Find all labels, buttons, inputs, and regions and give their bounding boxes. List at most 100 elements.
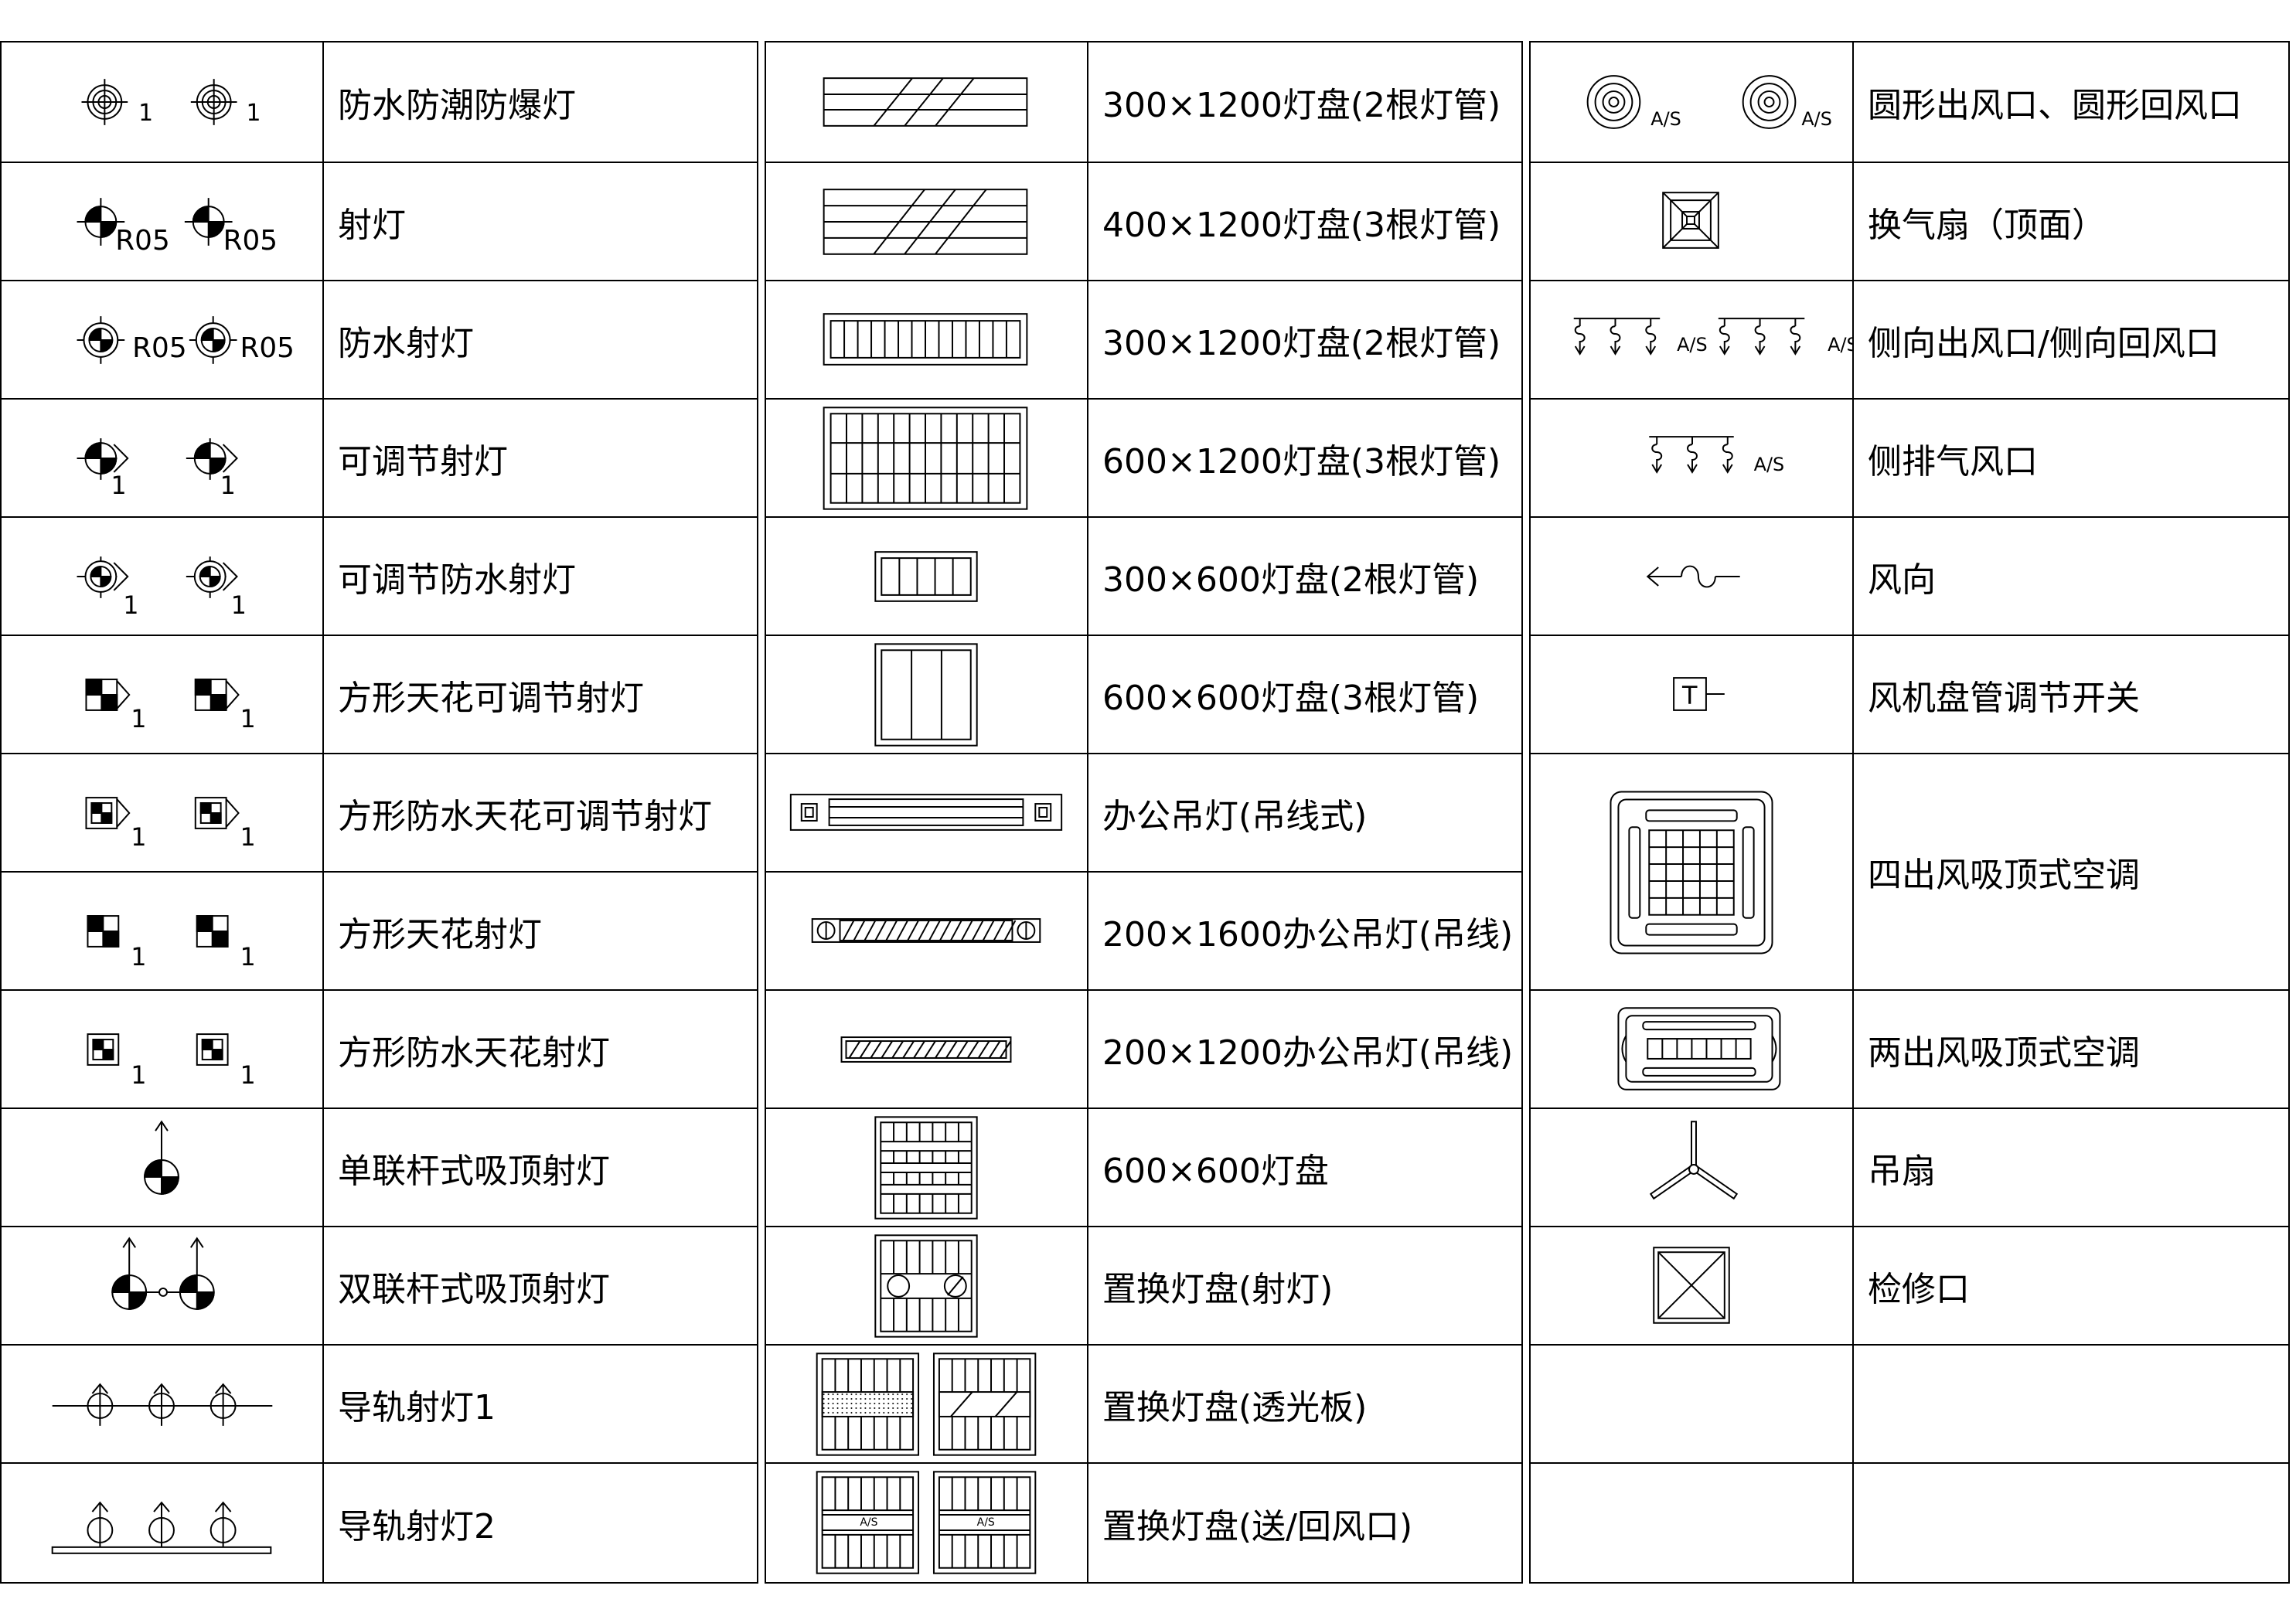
double-rod-ceiling-spotlight-icon [111,1237,215,1310]
fixture-mark: 1 [240,1060,256,1090]
legend-label: 风机盘管调节开关 [1868,678,2140,718]
legend-row: 吊扇 [1531,1108,2288,1226]
spotlight-icon: R05 R05 [77,198,278,257]
track-spotlight-2-icon [51,1501,272,1554]
legend-label: 防水防潮防爆灯 [338,86,576,125]
legend-label: 侧向出风口/侧向回风口 [1868,323,2219,363]
legend-row: 1 1 方形天花射灯 [2,871,757,989]
legend-label: 导轨射灯1 [338,1387,496,1427]
two-way-cassette-ac-icon [1617,1007,1781,1091]
legend-column-lighting: 1 1 防水防潮防爆灯 R05 R05 [0,41,758,1584]
fixture-mark: R05 [223,225,278,257]
legend-row: A/S A/S 圆形出风口、圆形回风口 [1531,43,2288,162]
legend-label: 300×1200灯盘(2根灯管) [1102,323,1501,363]
legend-label: 300×1200灯盘(2根灯管) [1102,86,1501,125]
legend-label: 600×1200灯盘(3根灯管) [1102,441,1501,481]
single-rod-ceiling-spotlight-icon [144,1120,179,1195]
legend-row: 置换灯盘(射灯) [766,1226,1521,1344]
legend-label: 四出风吸顶式空调 [1868,856,2140,895]
legend-label: 置换灯盘(送/回风口) [1102,1506,1413,1546]
fixture-mark: 1 [220,471,236,500]
vent-mark: A/S [1650,108,1681,130]
legend-row: 两出风吸顶式空调 [1531,989,2288,1108]
legend-row: 300×1200灯盘(2根灯管) [766,280,1521,398]
legend-row: 1 1 防水防潮防爆灯 [2,43,757,162]
fixture-mark: R05 [132,332,186,364]
legend-label: 可调节防水射灯 [338,560,576,600]
legend-row: 四出风吸顶式空调 [1531,753,2288,989]
access-hatch-icon [1653,1247,1730,1324]
legend-row: 1 1 方形防水天花射灯 [2,989,757,1108]
legend-row: 导轨射灯1 [2,1344,757,1462]
replacement-panel-diffuser-icon [816,1352,1037,1456]
office-pendant-200x1600-icon [811,918,1041,943]
adjustable-waterproof-spotlight-icon: 1 1 [77,556,247,620]
fixture-mark: 1 [231,590,247,620]
vent-mark: A/S [1801,108,1832,130]
legend-label: 圆形出风口、圆形回风口 [1868,86,2242,125]
legend-label: 单联杆式吸顶射灯 [338,1151,610,1191]
legend-row: R05 R05 射灯 [2,162,757,280]
vent-mark: A/S [977,1516,995,1529]
legend-row: 双联杆式吸顶射灯 [2,1226,757,1344]
fixture-mark: R05 [115,225,169,257]
square-waterproof-adjustable-spotlight-icon: 1 1 [85,797,256,852]
legend-row-empty [1531,1462,2288,1582]
fixture-mark: 1 [240,942,256,971]
panel-300x1200-diagonal-icon [823,77,1028,127]
legend-row: 400×1200灯盘(3根灯管) [766,162,1521,280]
legend-column-panels: 300×1200灯盘(2根灯管) 400×1200灯盘(3根灯管) 300×1 [765,41,1523,1584]
legend-label: 200×1200办公吊灯(吊线) [1102,1033,1514,1073]
switch-mark: T [1681,681,1698,710]
legend-row-empty [1531,1344,2288,1462]
fixture-mark: 1 [246,100,261,127]
panel-600x1200-grille-icon [823,407,1028,510]
panel-600x600-icon [874,1116,978,1220]
legend-row: 导轨射灯2 [2,1462,757,1582]
legend-row: 1 1 可调节射灯 [2,398,757,516]
legend-label: 400×1200灯盘(3根灯管) [1102,205,1501,245]
fixture-mark: 1 [131,1060,146,1090]
legend-row: 换气扇（顶面） [1531,162,2288,280]
square-ceiling-spotlight-icon: 1 1 [87,915,256,971]
panel-300x600-grille-icon [874,551,978,602]
legend-label: 换气扇（顶面） [1868,205,2106,245]
legend-label: 300×600灯盘(2根灯管) [1102,560,1480,600]
legend-row: 600×600灯盘 [766,1108,1521,1226]
legend-row: 200×1200办公吊灯(吊线) [766,989,1521,1108]
round-diffuser-icon: A/S A/S [1586,75,1832,130]
air-direction-icon [1646,565,1740,588]
legend-label: 方形天花可调节射灯 [338,678,644,718]
legend-label: 侧排气风口 [1868,441,2038,481]
waterproof-explosion-proof-lamp-icon: 1 1 [81,79,261,127]
legend-label: 导轨射灯2 [338,1506,496,1546]
legend-row: 办公吊灯(吊线式) [766,753,1521,871]
fixture-mark: 1 [240,822,256,852]
side-exhaust-vent-icon: A/S [1649,436,1785,475]
legend-label: 检修口 [1868,1269,1970,1309]
legend-label: 办公吊灯(吊线式) [1102,796,1368,836]
office-pendant-wire-icon [789,794,1063,831]
legend-label: 防水射灯 [338,323,474,363]
legend-row: 1 1 方形防水天花可调节射灯 [2,753,757,871]
legend-row: A/S 侧排气风口 [1531,398,2288,516]
side-air-outlet-icon: A/S A/S [1573,318,1852,356]
fixture-mark: 1 [131,942,146,971]
vent-mark: A/S [1754,454,1785,475]
legend-label: 200×1600办公吊灯(吊线) [1102,914,1514,954]
legend-label: 置换灯盘(透光板) [1102,1387,1368,1427]
fan-coil-switch-icon: T [1673,677,1725,711]
fixture-mark: 1 [131,822,146,852]
legend-row: 置换灯盘(透光板) [766,1344,1521,1462]
ceiling-exhaust-fan-icon [1662,192,1719,249]
fixture-mark: 1 [138,100,153,127]
vent-mark: A/S [1677,334,1708,356]
legend-row: 600×600灯盘(3根灯管) [766,635,1521,753]
legend-row: 300×600灯盘(2根灯管) [766,516,1521,635]
track-spotlight-1-icon [52,1383,273,1426]
legend-row: A/S A/S 侧向出风口/侧向回风口 [1531,280,2288,398]
legend-label [1854,1346,2288,1462]
legend-row: 1 1 可调节防水射灯 [2,516,757,635]
legend-column-hvac: A/S A/S 圆形出风口、圆形回风口 换气扇（顶面） [1529,41,2290,1584]
legend-row: 300×1200灯盘(2根灯管) [766,43,1521,162]
